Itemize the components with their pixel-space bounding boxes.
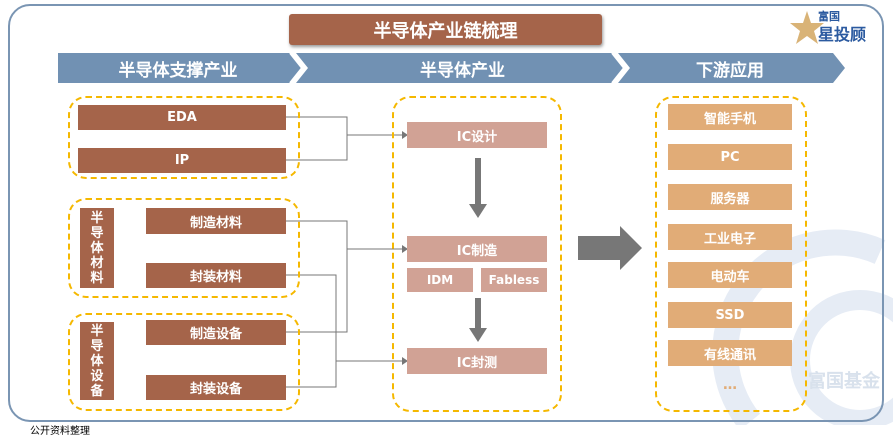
watermark-text: 富国基金 (808, 371, 880, 392)
diagram-title: 半导体产业链梳理 (289, 14, 602, 45)
box-packaging-materials: 封装材料 (146, 263, 286, 288)
box-packaging-equipment: 封装设备 (146, 375, 286, 400)
downstream-group (655, 96, 807, 412)
box-manufacturing-materials: 制造材料 (146, 208, 286, 234)
app-wired-comm: 有线通讯 (668, 340, 792, 366)
app-server: 服务器 (668, 184, 792, 210)
stage-chevron-3 (618, 53, 845, 83)
label-equipment-box: 半导体设备 (80, 322, 114, 400)
industry-group (392, 96, 562, 412)
box-ic-manufacturing: IC制造 (407, 236, 547, 262)
stage-label-industry: 半导体产业 (420, 60, 505, 81)
label-materials-box: 半导体材料 (80, 208, 114, 288)
stage-chevron-1 (58, 53, 302, 83)
label-equipment: 半导体设备 (90, 323, 104, 399)
app-ev: 电动车 (668, 262, 792, 288)
big-arrow-right (578, 226, 642, 270)
box-eda: EDA (78, 105, 286, 130)
support-group-materials (68, 198, 300, 298)
stage-chevron-2 (296, 53, 624, 83)
app-industrial: 工业电子 (668, 224, 792, 250)
star-icon (790, 11, 824, 44)
box-idm: IDM (407, 268, 473, 292)
stage-banner (58, 52, 845, 84)
app-more: … (723, 377, 737, 393)
stage-label-support: 半导体支撑产业 (118, 60, 238, 81)
app-pc: PC (668, 144, 792, 170)
app-ssd: SSD (668, 302, 792, 328)
outer-frame (8, 4, 884, 422)
support-group-design (68, 96, 300, 179)
support-group-equipment (68, 313, 300, 411)
connectors (286, 116, 642, 388)
source-note: 公开资料整理 (30, 426, 90, 437)
label-materials: 半导体材料 (90, 210, 104, 286)
box-fabless: Fabless (481, 268, 547, 292)
box-ip: IP (78, 148, 286, 173)
app-smartphone: 智能手机 (668, 104, 792, 130)
box-ic-packaging: IC封测 (407, 348, 547, 374)
stage-label-downstream: 下游应用 (696, 60, 764, 81)
box-manufacturing-equipment: 制造设备 (146, 320, 286, 345)
box-ic-design: IC设计 (407, 122, 547, 148)
logo-line2: 星投顾 (818, 25, 867, 44)
logo-line1: 富国 (818, 10, 840, 23)
